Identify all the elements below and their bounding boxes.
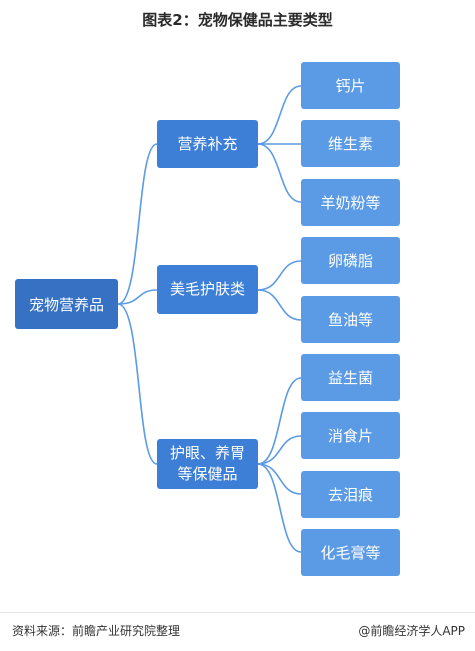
root-node: 宠物营养品 <box>15 279 118 329</box>
edge-cat2-leaf5 <box>257 289 302 321</box>
edge-cat2-leaf4 <box>257 260 302 291</box>
edge-cat1-leaf3 <box>257 143 302 203</box>
credit-note: @前瞻经济学人APP <box>358 624 465 638</box>
category-label: 美毛护肤类 <box>169 280 245 298</box>
leaf-label: 益生菌 <box>327 369 373 387</box>
leaf-label: 去泪痕 <box>327 486 373 504</box>
edge-root-cat1 <box>117 143 158 305</box>
leaf-label: 化毛膏等 <box>320 544 381 562</box>
leaf-node: 消食片 <box>301 412 400 459</box>
leaf-node: 羊奶粉等 <box>301 179 400 226</box>
leaf-label: 鱼油等 <box>327 311 373 329</box>
root-label: 宠物营养品 <box>28 295 104 314</box>
category-node-eye-stomach: 护眼、养胃 等保健品 <box>157 439 258 489</box>
leaf-node: 钙片 <box>301 62 400 109</box>
category-node-nutrition: 营养补充 <box>157 120 258 168</box>
edge-cat1-leaf1 <box>257 85 302 145</box>
edge-cat3-leaf6 <box>257 377 302 465</box>
leaf-label: 卵磷脂 <box>327 252 373 270</box>
chart-title: 图表2：宠物保健品主要类型 <box>142 11 333 29</box>
leaf-node: 益生菌 <box>301 354 400 401</box>
leaf-node: 鱼油等 <box>301 296 400 343</box>
leaf-node: 卵磷脂 <box>301 237 400 284</box>
edge-root-cat2 <box>117 289 158 305</box>
leaf-label: 钙片 <box>335 77 366 95</box>
edge-root-cat3 <box>117 303 158 465</box>
leaf-label: 消食片 <box>327 427 373 445</box>
category-label: 营养补充 <box>177 134 238 153</box>
category-label-line1: 护眼、养胃 <box>169 444 245 462</box>
edge-cat3-leaf8 <box>257 463 302 495</box>
leaf-node: 维生素 <box>301 120 400 167</box>
edge-cat3-leaf9 <box>257 463 302 553</box>
leaf-node: 化毛膏等 <box>301 529 400 576</box>
footer-divider <box>0 612 475 613</box>
leaf-label: 羊奶粉等 <box>320 194 381 212</box>
source-note: 资料来源：前瞻产业研究院整理 <box>12 624 181 638</box>
category-node-coat-skin: 美毛护肤类 <box>157 265 258 314</box>
edge-cat3-leaf7 <box>257 435 302 465</box>
leaf-label: 维生素 <box>327 135 373 153</box>
leaf-node: 去泪痕 <box>301 471 400 518</box>
category-label-line2: 等保健品 <box>177 465 238 483</box>
